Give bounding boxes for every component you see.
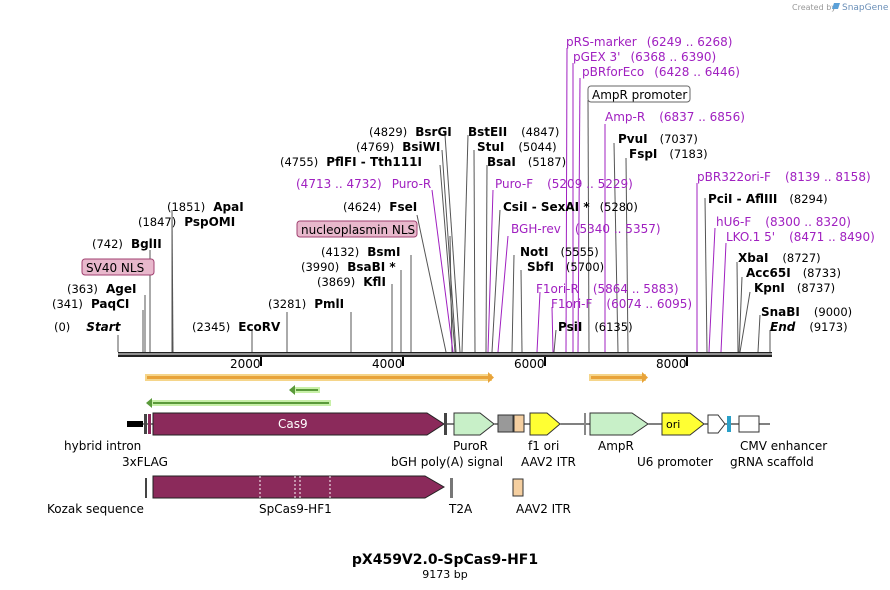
f1-ori-feature <box>529 412 561 436</box>
cmv-enhancer-feature <box>738 415 760 433</box>
ori-label: ori <box>666 418 680 431</box>
site-fsei: (4624)FseI <box>343 200 417 214</box>
spcas9-hf1-feature <box>152 475 445 499</box>
callout-nucleoplasmin-nls: nucleoplasmin NLS <box>296 220 418 238</box>
bgh-polya-feature <box>497 414 514 433</box>
axis-ticks <box>260 357 688 366</box>
feature-row <box>127 412 770 436</box>
site-stui: StuI(5044) <box>477 140 557 154</box>
site-end: End(9173) <box>770 320 848 334</box>
site-pvui: PvuI(7037) <box>618 132 698 146</box>
site-kfli: (3869)KflI <box>317 275 386 289</box>
feature-label: U6 promoter <box>637 455 713 469</box>
site-ecorv: (2345)EcoRV <box>192 320 281 334</box>
feature-label: f1 ori <box>528 439 559 453</box>
primer-prs-marker: pRS-marker(6249 .. 6268) <box>566 35 732 49</box>
axis-tick-label: 2000 <box>230 357 261 371</box>
primer-bgh-rev: BGH-rev(5340 .. 5357) <box>511 222 661 236</box>
site-labels: (0)Start (341)PaqCI (363)AgeI (742)BglII… <box>52 125 452 334</box>
site-bsmi: (4132)BsmI <box>321 245 401 259</box>
site-bsabi: (3990)BsaBI * <box>301 260 396 274</box>
cas9-feature <box>152 412 445 436</box>
site-acc65i: Acc65I(8733) <box>746 266 841 280</box>
backbone <box>118 352 772 357</box>
primer-hu6-f: hU6-F(8300 .. 8320) <box>716 215 851 229</box>
orf-bars <box>145 372 648 408</box>
site-agei: (363)AgeI <box>67 282 136 296</box>
feature-label: SpCas9-HF1 <box>259 502 332 516</box>
primer-lko1-5: LKO.1 5'(8471 .. 8490) <box>726 230 875 244</box>
primer-lines <box>431 47 727 353</box>
plasmid-size: 9173 bp <box>422 568 467 581</box>
kozak-feature <box>145 478 147 498</box>
aav2-itr-feature-2 <box>512 478 524 497</box>
site-bglii: (742)BglII <box>92 237 162 251</box>
primer-f1ori-f: F1ori-F(6074 .. 6095) <box>551 297 692 311</box>
ampr-feature <box>589 412 649 436</box>
callout-label: nucleoplasmin NLS <box>301 223 415 237</box>
primer-puro-r: (4713 .. 4732)Puro-R <box>296 177 431 191</box>
feature-label: Kozak sequence <box>47 502 144 516</box>
primer-amp-r: Amp-R(6837 .. 6856) <box>605 110 745 124</box>
axis-tick-label: 8000 <box>656 357 687 371</box>
callout-label: SV40 NLS <box>86 261 144 275</box>
cas9-label: Cas9 <box>278 417 308 431</box>
site-snabi: SnaBI(9000) <box>761 305 852 319</box>
primer-puro-f: Puro-F(5209 .. 5229) <box>495 177 633 191</box>
feature-label: AmpR <box>598 439 634 453</box>
callout-label: AmpR promoter <box>592 88 687 102</box>
site-pspomi: (1847)PspOMI <box>138 215 235 229</box>
site-pcii-afliii: PciI - AflIII(8294) <box>708 192 828 206</box>
axis-tick-label: 4000 <box>372 357 403 371</box>
grna-scaffold-feature <box>727 416 731 432</box>
u6-promoter-feature <box>707 414 726 434</box>
site-csii-sexai: CsiI - SexAI *(5280) <box>503 200 638 214</box>
feature-label: CMV enhancer <box>740 439 827 453</box>
primer-f1ori-r: F1ori-R(5864 .. 5883) <box>536 282 679 296</box>
site-bsrgi: (4829)BsrGI <box>369 125 452 139</box>
watermark-text: Created by <box>792 3 836 12</box>
ori-feature <box>661 412 705 436</box>
feature-label: T2A <box>448 502 473 516</box>
callout-sv40-nls: SV40 NLS <box>81 258 155 276</box>
site-pmli: (3281)PmlI <box>268 297 344 311</box>
feature-label: 3xFLAG <box>122 455 168 469</box>
site-paqci: (341)PaqCI <box>52 297 129 311</box>
feature-label: bGH poly(A) signal <box>391 455 503 469</box>
primer-labels: pRS-marker(6249 .. 6268) pGEX 3'(6368 ..… <box>296 35 875 311</box>
snapgene-logo-icon <box>832 3 840 9</box>
primer-pbrforeco: pBRforEco(6428 .. 6446) <box>582 65 740 79</box>
site-bsteii: BstEII(4847) <box>468 125 559 139</box>
snapgene-brand: SnapGene <box>842 3 889 13</box>
feature-label: hybrid intron <box>64 439 141 453</box>
feature-label: AAV2 ITR <box>516 502 571 516</box>
site-lines <box>117 99 771 353</box>
site-start: (0)Start <box>54 320 122 334</box>
site-kpni: KpnI(8737) <box>754 281 835 295</box>
t2a-feature <box>450 478 453 498</box>
feature-label: PuroR <box>453 439 488 453</box>
site-xbai: XbaI(8727) <box>738 251 821 265</box>
aav2-itr-feature <box>513 414 525 433</box>
site-labels-right: BstEII(4847) StuI(5044) BsaI(5187) CsiI … <box>468 125 852 334</box>
site-sbfi: SbfI(5700) <box>527 260 604 274</box>
site-noti: NotI(5555) <box>520 245 599 259</box>
feature-label: gRNA scaffold <box>730 455 814 469</box>
site-bsiwi: (4769)BsiWI <box>356 140 440 154</box>
site-bsai: BsaI(5187) <box>487 155 566 169</box>
feature-label: AAV2 ITR <box>521 455 576 469</box>
callout-ampr-promoter: AmpR promoter <box>587 85 691 103</box>
puror-feature <box>453 412 495 436</box>
site-apai: (1851)ApaI <box>167 200 244 214</box>
hybrid-intron-feature <box>127 421 143 427</box>
primer-pbr322ori-f: pBR322ori-F(8139 .. 8158) <box>697 170 871 184</box>
site-pflfi-tth111i: (4755)PflFI - Tth111I <box>280 155 422 169</box>
plasmid-title: pX459V2.0-SpCas9-HF1 <box>352 552 538 568</box>
site-fspi: FspI(7183) <box>629 147 708 161</box>
primer-pgex3: pGEX 3'(6368 .. 6390) <box>573 50 716 64</box>
axis-tick-label: 6000 <box>514 357 545 371</box>
feature-row-2 <box>145 475 524 499</box>
site-psii: PsiI(6135) <box>558 320 633 334</box>
